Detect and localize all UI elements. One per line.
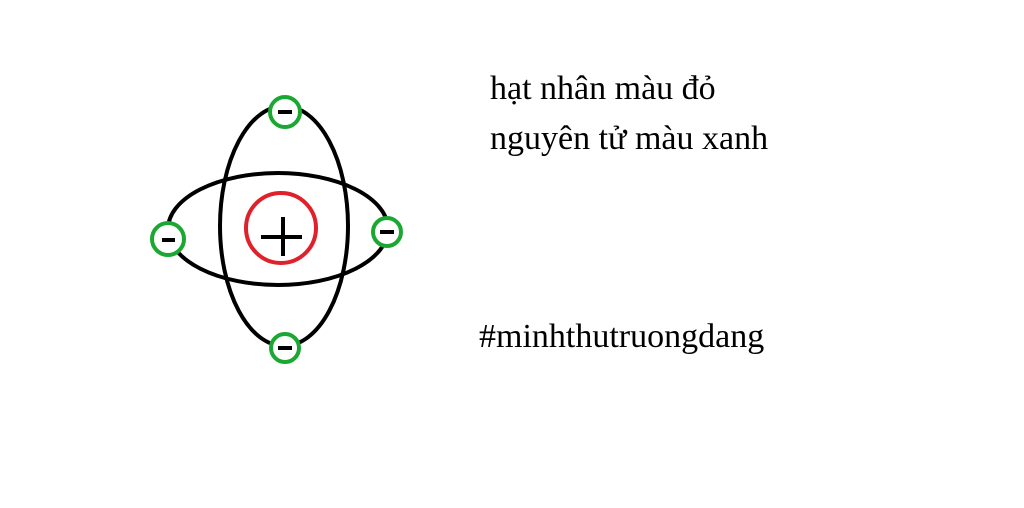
nucleus-color-caption: hạt nhân màu đỏ xyxy=(490,70,716,107)
electron-top xyxy=(268,95,302,129)
electron-right xyxy=(371,216,403,248)
author-hashtag: #minhthutruongdang xyxy=(479,318,765,355)
atom-diagram xyxy=(150,95,403,364)
electron-bottom xyxy=(269,332,301,364)
nucleus xyxy=(244,191,318,265)
electron-left xyxy=(150,221,186,257)
atom-color-caption: nguyên tử màu xanh xyxy=(490,120,769,157)
